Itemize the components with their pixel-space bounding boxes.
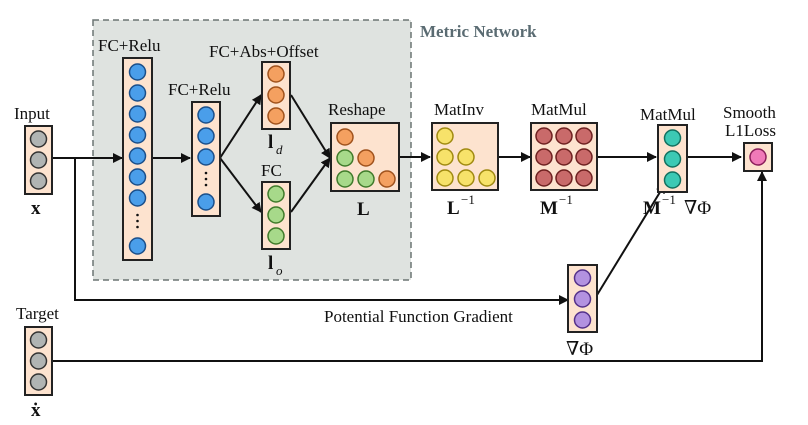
lo-units	[267, 185, 285, 245]
target-label: Target	[16, 304, 59, 323]
fc-relu-1-units	[128, 63, 147, 255]
matmul-1-label: MatMul	[531, 100, 587, 119]
fc-relu-2-units	[197, 106, 215, 211]
loss-unit	[749, 148, 767, 166]
input-unit	[29, 172, 48, 190]
ld-symbol: l	[268, 132, 273, 153]
ellipsis-dots	[204, 171, 208, 187]
fc-relu-2-label: FC+Relu	[168, 80, 231, 99]
fc-label: FC	[261, 161, 282, 180]
target-unit	[29, 373, 48, 391]
target-unit	[29, 331, 48, 349]
Linv-symbol: L	[447, 198, 460, 219]
Mgrad-tail: ∇Φ	[684, 198, 711, 219]
connections	[52, 94, 767, 362]
ld-subscript: d	[276, 142, 283, 157]
Minv-superscript: −1	[559, 192, 573, 207]
xdot-symbol: ẋ	[31, 400, 41, 421]
matmul-2-units	[663, 129, 682, 189]
l1loss-label: L1Loss	[725, 121, 776, 140]
smooth-label: Smooth	[723, 103, 776, 122]
gradphi-symbol: ∇Φ	[566, 339, 593, 360]
fc-relu-1-label: FC+Relu	[98, 36, 161, 55]
ld-units	[267, 65, 285, 125]
matinv-label: MatInv	[434, 100, 485, 119]
Minv-units	[535, 127, 593, 187]
lo-symbol: l	[268, 253, 273, 274]
lo-subscript: o	[276, 263, 283, 278]
loss-node	[743, 142, 773, 172]
fc-abs-offset-label: FC+Abs+Offset	[209, 42, 319, 61]
metric-network-title: Metric Network	[420, 22, 537, 41]
input-unit	[29, 151, 48, 169]
potential-label: Potential Function Gradient	[324, 307, 513, 326]
L-symbol: L	[357, 199, 370, 220]
input-label: Input	[14, 104, 50, 123]
ellipsis-dots	[136, 213, 139, 229]
target-unit	[29, 352, 48, 370]
gradphi-units	[573, 269, 592, 329]
Linv-units	[436, 127, 496, 187]
matmul-2-label: MatMul	[640, 105, 696, 124]
input-unit	[29, 130, 48, 148]
Linv-superscript: −1	[461, 192, 475, 207]
L-units	[336, 128, 396, 188]
Mgrad-symbol: M	[643, 198, 661, 219]
x-symbol: x	[31, 198, 41, 219]
Mgrad-superscript: −1	[662, 192, 676, 207]
Minv-symbol: M	[540, 198, 558, 219]
reshape-label: Reshape	[328, 100, 386, 119]
